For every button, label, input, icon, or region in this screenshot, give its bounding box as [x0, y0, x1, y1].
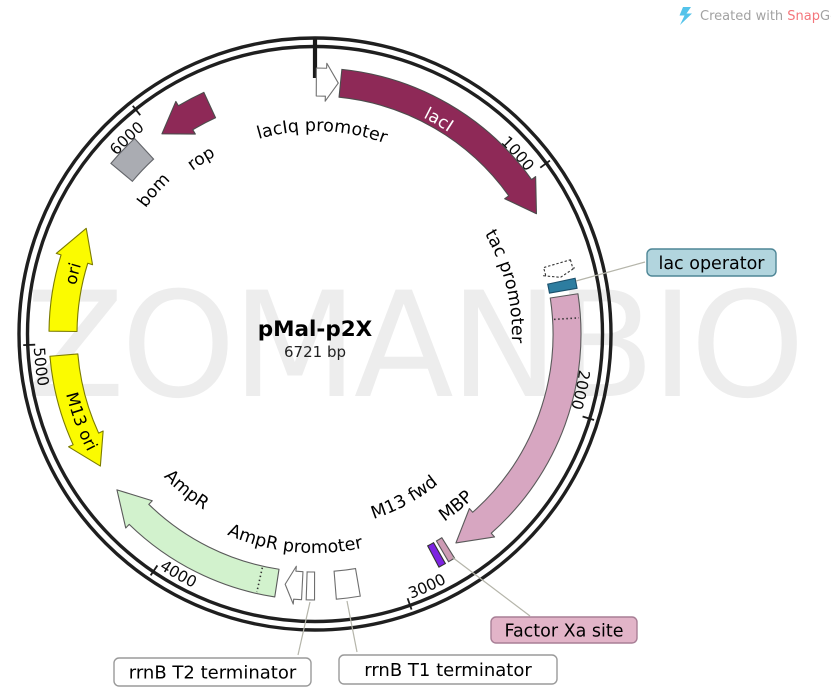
leader-rrnB-T1-terminator	[346, 600, 358, 653]
feature-rrnB-T2-terminator[interactable]	[305, 571, 316, 601]
plasmid-backbone-outer-ring	[17, 36, 613, 632]
label-m13-fwd: M13 fwd	[368, 472, 441, 524]
label-path-lacIq-promoter	[169, 131, 471, 204]
label-bom: bom	[134, 169, 174, 211]
callout-label-rrnB-T1-terminator: rrnB T1 terminator	[364, 660, 532, 681]
credit-text: Created with SnapGene®	[700, 9, 831, 24]
leader-factor-xa-site	[451, 556, 531, 617]
callout-label-factor-xa-site: Factor Xa site	[504, 621, 623, 641]
label-rop: rop	[184, 143, 219, 175]
feature-M13-ori[interactable]	[49, 353, 104, 467]
snapgene-logo-icon	[679, 7, 692, 25]
label-ori: ori	[61, 260, 85, 286]
leader-rrnB-T2-terminator	[297, 601, 311, 656]
callout-box-rrnB-T2-terminator[interactable]	[113, 657, 312, 687]
label-AmpR-promoter: AmpR promoter	[225, 521, 365, 558]
leader-lac-operator	[575, 261, 646, 282]
tick-4000	[149, 564, 159, 576]
feature-boundary-AmpR	[256, 567, 264, 593]
callout-box-factor-xa-site[interactable]	[490, 616, 638, 644]
plasmid-title: pMal-p2X	[258, 317, 373, 342]
feature-tac-promoter[interactable]	[542, 259, 576, 278]
snapgene-credit: Created with SnapGene®	[679, 7, 831, 25]
callout-box-rrnB-T1-terminator[interactable]	[338, 654, 558, 685]
feature-rop[interactable]	[161, 91, 217, 135]
label-lacIq-promoter: lacIq promoter	[255, 116, 391, 148]
feature-lacI[interactable]	[338, 68, 538, 215]
callout-label-lac-operator: lac operator	[658, 254, 765, 274]
watermark-text: ZOMANBIO	[25, 261, 801, 431]
feature-MBP[interactable]	[455, 293, 582, 544]
callout-label-rrnB-T2-terminator: rrnB T2 terminator	[129, 662, 297, 683]
tick-2000	[582, 415, 595, 421]
feature-lacIq-promoter[interactable]	[315, 62, 339, 102]
feature-rrnB-T1-terminator[interactable]	[333, 567, 361, 600]
feature-lac-operator[interactable]	[547, 277, 578, 294]
label-AmpR: AmpR	[160, 466, 212, 514]
feature-factor-xa-site[interactable]	[435, 536, 456, 563]
tick-3000	[406, 597, 413, 610]
feature-boundary-MBP	[554, 317, 580, 321]
feature-AmpR-promoter[interactable]	[284, 565, 304, 605]
feature-m13-fwd[interactable]	[426, 541, 447, 568]
tick-1000	[539, 159, 551, 169]
feature-AmpR[interactable]	[116, 489, 280, 598]
feature-bom[interactable]	[110, 137, 155, 183]
plasmid-size-label: 6721 bp	[284, 343, 346, 361]
tick-6000	[132, 105, 141, 116]
feature-ori[interactable]	[48, 227, 94, 333]
callout-box-lac-operator[interactable]	[646, 248, 777, 277]
